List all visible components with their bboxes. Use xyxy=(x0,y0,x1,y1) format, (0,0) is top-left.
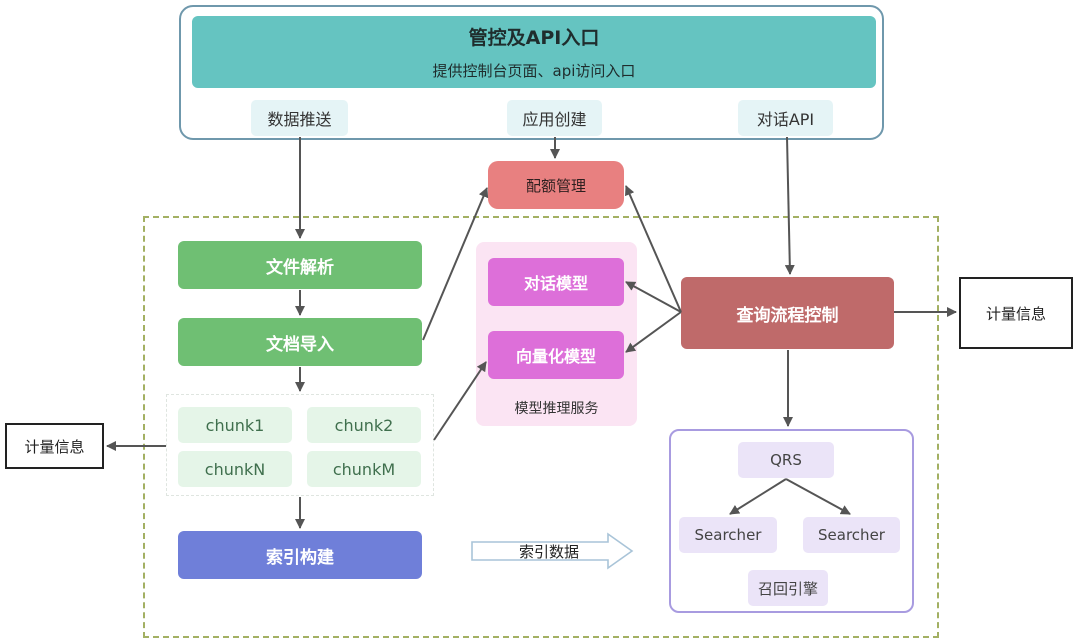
file-parse-box: 文件解析 xyxy=(178,241,422,289)
chat-model-box: 对话模型 xyxy=(488,258,624,306)
chat-api-chip: 对话API xyxy=(738,100,833,136)
arrow-query-to-quota xyxy=(625,185,682,313)
chunk-item: chunk1 xyxy=(178,407,292,443)
searcher-box: Searcher xyxy=(679,517,777,553)
arrow-api-to-query xyxy=(784,136,795,275)
metering-info-right: 计量信息 xyxy=(959,277,1073,349)
data-push-chip: 数据推送 xyxy=(251,100,348,136)
arrow-import-to-quota xyxy=(422,187,489,341)
doc-import-box: 文档导入 xyxy=(178,318,422,366)
chunk-item: chunk2 xyxy=(307,407,421,443)
arrow-query-to-chat xyxy=(625,281,682,313)
arrow-qrs-to-searcher-b xyxy=(785,478,851,515)
processing-region xyxy=(143,216,939,638)
arrow-query-to-vector xyxy=(625,311,682,353)
quota-management-box: 配额管理 xyxy=(488,161,624,209)
app-create-chip: 应用创建 xyxy=(507,100,602,136)
query-flow-control-box: 查询流程控制 xyxy=(681,277,894,349)
index-build-box: 索引构建 xyxy=(178,531,422,579)
chunk-group xyxy=(166,394,434,496)
searcher-box: Searcher xyxy=(803,517,900,553)
gateway-title: 管控及API入口 xyxy=(468,27,600,49)
arrow-qrs-to-searcher-a xyxy=(729,478,787,515)
recall-engine-box: 召回引擎 xyxy=(748,570,828,606)
index-data-arrow xyxy=(471,532,634,570)
arrow-chunks-to-vector xyxy=(433,361,487,441)
model-service-caption: 模型推理服务 xyxy=(514,401,599,417)
metering-info-left: 计量信息 xyxy=(5,423,104,469)
recall-engine-frame xyxy=(669,429,914,613)
chunk-item: chunkM xyxy=(307,451,421,487)
chunk-item: chunkN xyxy=(178,451,292,487)
vector-model-box: 向量化模型 xyxy=(488,331,624,379)
qrs-box: QRS xyxy=(738,442,834,478)
gateway-subtitle: 提供控制台页面、api访问入口 xyxy=(432,62,636,80)
gateway-banner: 管控及API入口 提供控制台页面、api访问入口 xyxy=(192,16,876,88)
index-data-label: 索引数据 xyxy=(518,542,579,561)
